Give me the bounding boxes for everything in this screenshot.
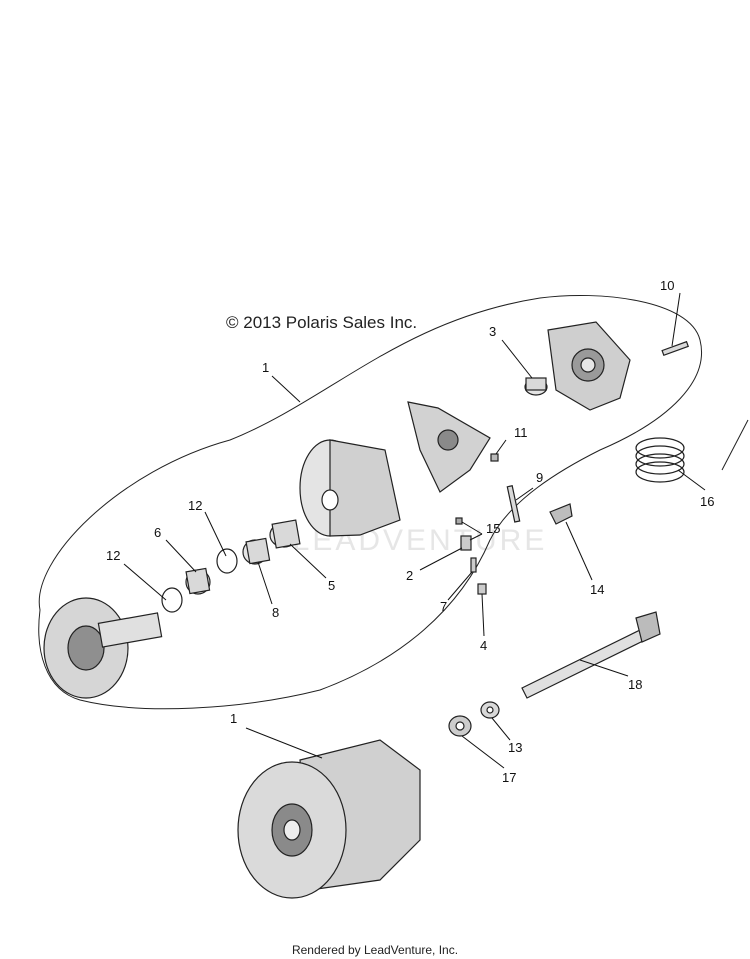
callout-13: 13 [508, 740, 522, 755]
callout-17: 17 [502, 770, 516, 785]
part-14-weight [549, 503, 573, 525]
callout-1-top: 1 [262, 360, 269, 375]
part-17-nut [448, 715, 472, 737]
boundary-edge-right [721, 419, 749, 471]
callout-6: 6 [154, 525, 161, 540]
part-12-ring-b [161, 587, 183, 613]
callout-16: 16 [700, 494, 714, 509]
part-cover-plate [547, 321, 631, 411]
part-10-pin [661, 340, 690, 357]
callout-1-bottom: 1 [230, 711, 237, 726]
part-5-bushing [269, 519, 301, 549]
part-15-clip [455, 517, 463, 525]
assembly-boundary-outline [38, 294, 702, 710]
part-spider-arm [407, 401, 491, 493]
part-fixed-sheave [43, 597, 163, 699]
callout-10: 10 [660, 278, 674, 293]
part-4-washer [477, 583, 487, 595]
callout-5: 5 [328, 578, 335, 593]
callout-3: 3 [489, 324, 496, 339]
part-movable-sheave [299, 439, 401, 537]
callout-labels: 1 3 10 11 9 12 6 15 2 5 8 16 7 14 4 18 1… [106, 278, 714, 785]
part-7-pin [470, 557, 477, 573]
part-16-spring [635, 437, 685, 483]
part-2-roller [460, 535, 472, 551]
part-1-assembled-clutch [237, 739, 421, 899]
callout-11: 11 [514, 425, 528, 440]
leader-lines [123, 292, 706, 769]
copyright-text: © 2013 Polaris Sales Inc. [226, 313, 417, 332]
part-11-nut [490, 453, 499, 462]
callout-2: 2 [406, 568, 413, 583]
callout-8: 8 [272, 605, 279, 620]
callout-14: 14 [590, 582, 604, 597]
part-13-washer [480, 701, 500, 719]
part-9-pin [506, 485, 521, 523]
part-3-bushing [524, 377, 548, 396]
part-6-bushing [185, 567, 211, 595]
callout-9: 9 [536, 470, 543, 485]
part-12-ring-a [216, 548, 238, 574]
callout-4: 4 [480, 638, 487, 653]
callout-7: 7 [440, 599, 447, 614]
footer-credit: Rendered by LeadVenture, Inc. [292, 943, 458, 957]
callout-15: 15 [486, 521, 500, 536]
callout-12-lower: 12 [106, 548, 120, 563]
callout-12-upper: 12 [188, 498, 202, 513]
callout-18: 18 [628, 677, 642, 692]
part-8-bushing [242, 537, 271, 565]
part-18-bolt [521, 611, 661, 699]
